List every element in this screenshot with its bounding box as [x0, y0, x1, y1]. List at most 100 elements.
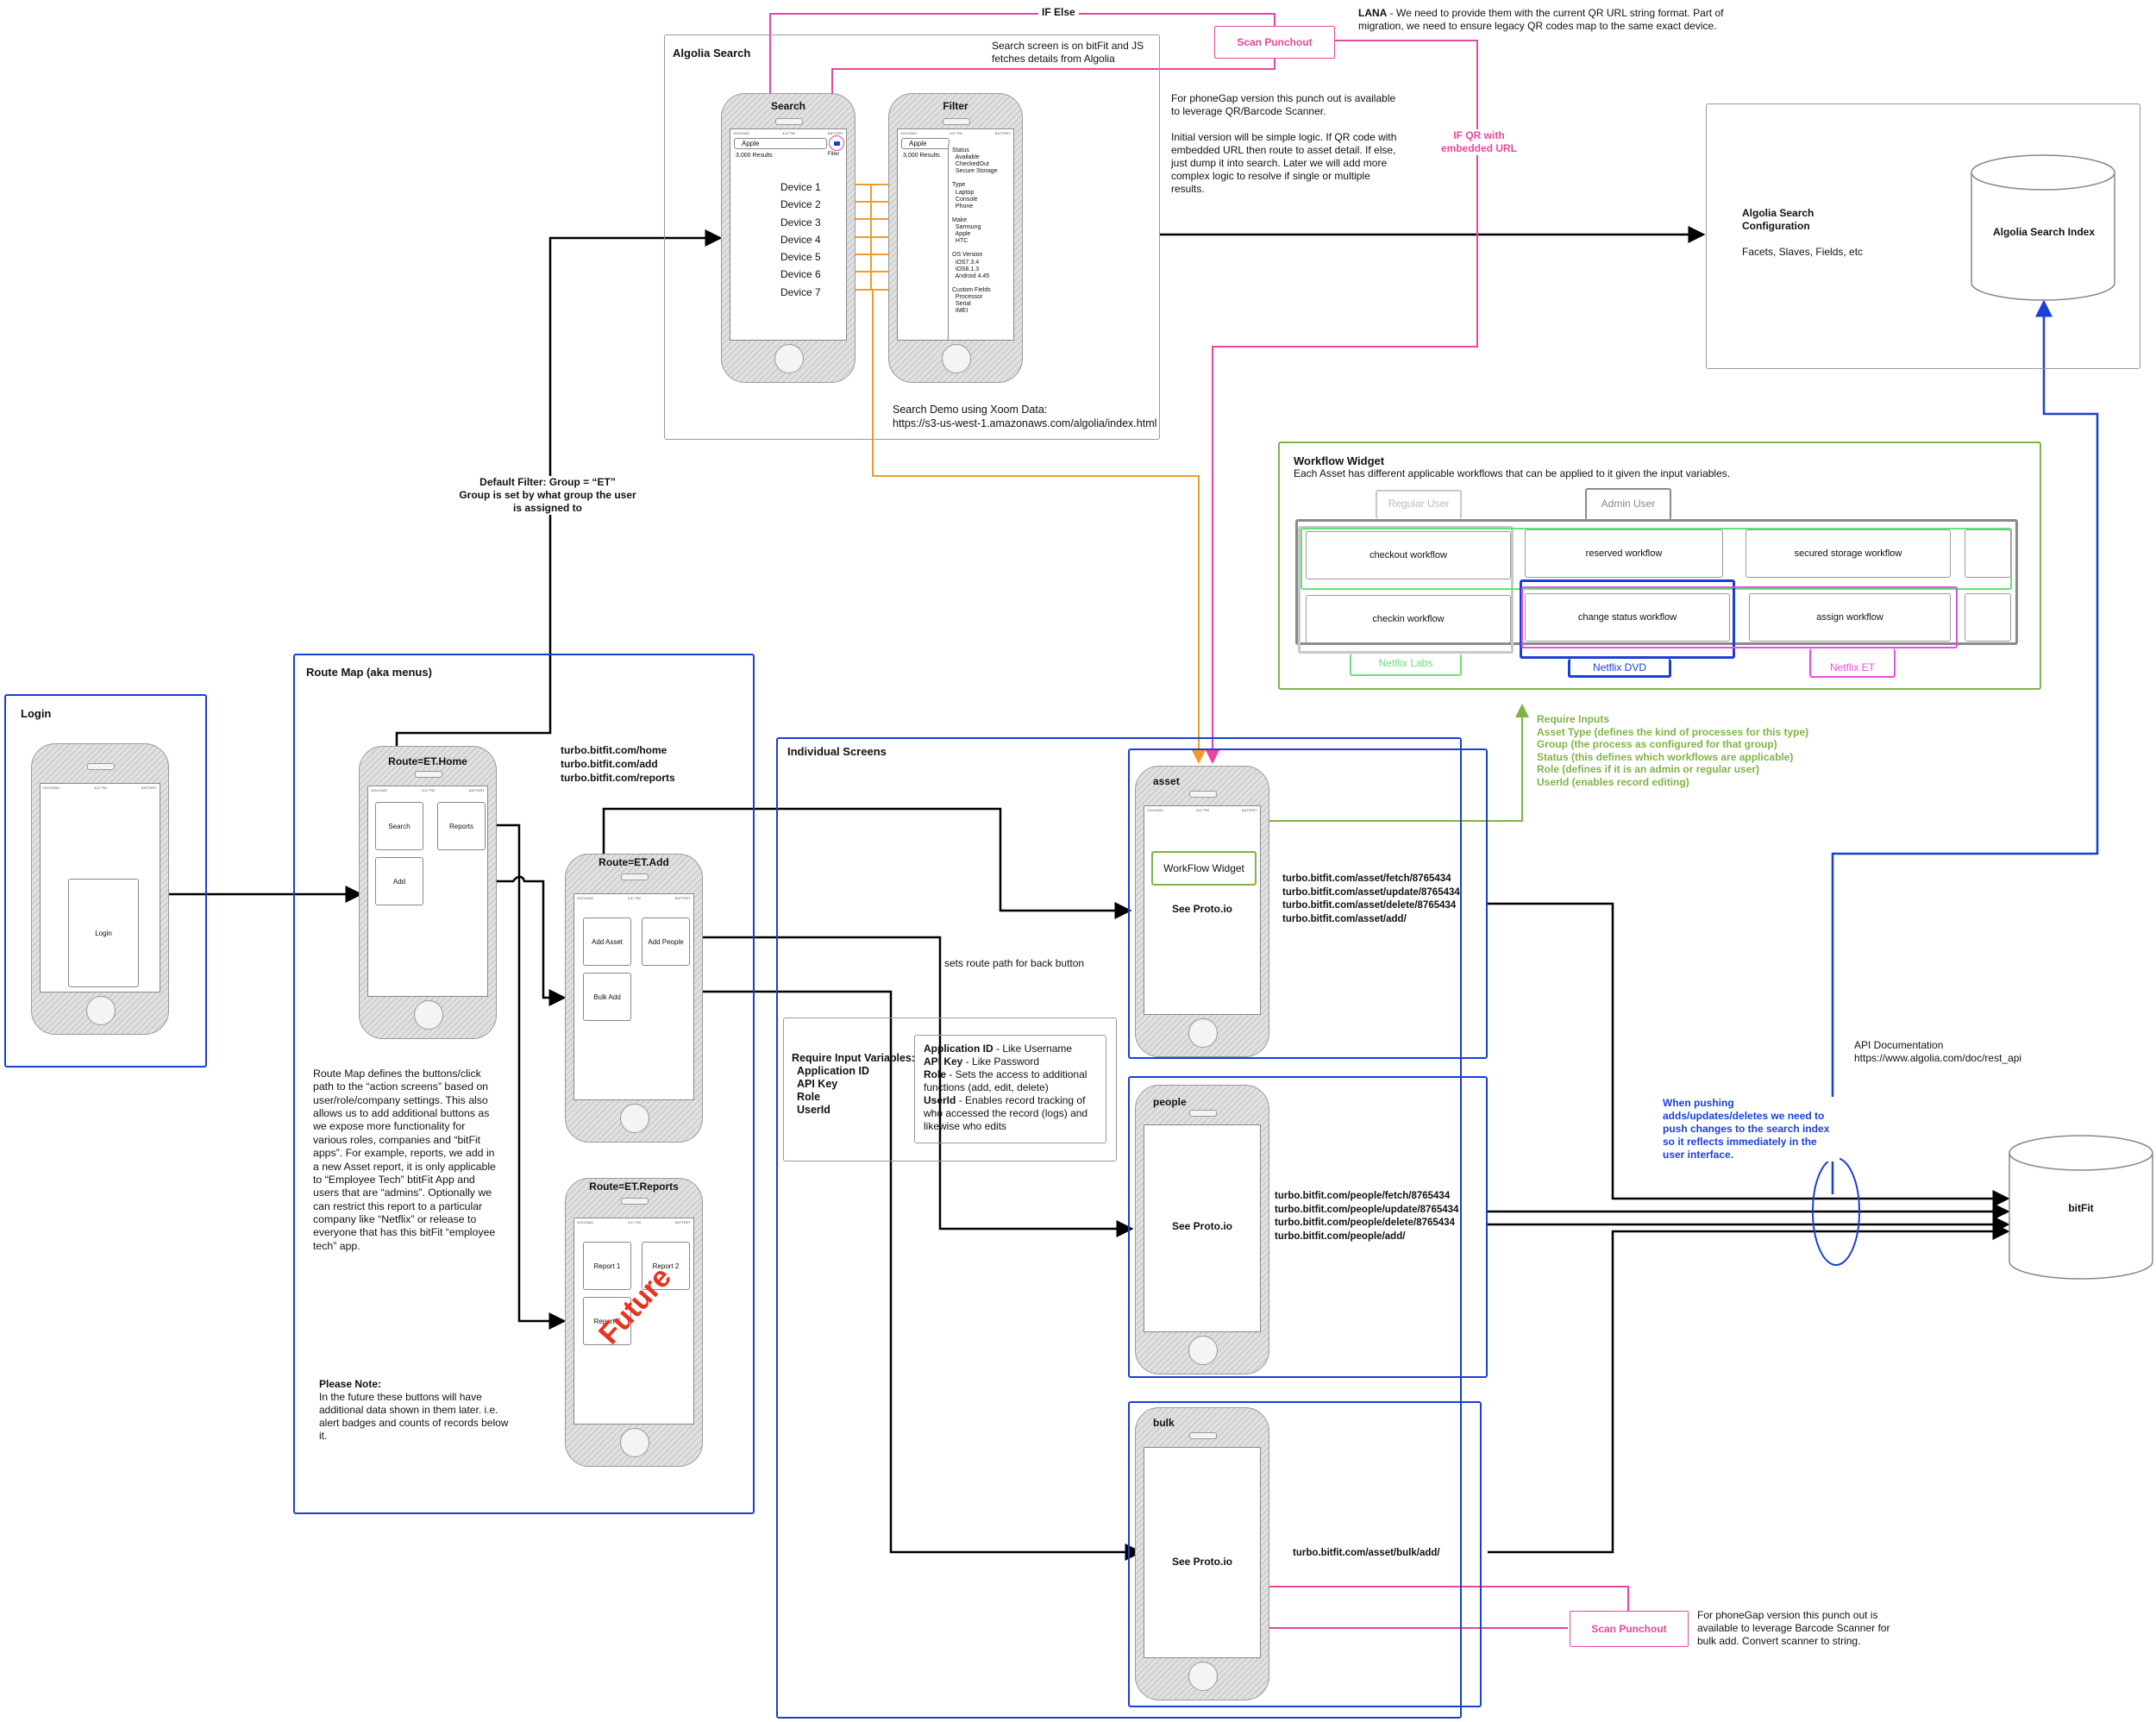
netflix-dvd-frame: [1520, 579, 1735, 659]
line-add: [453, 875, 567, 1006]
algolia-index-label: Algolia Search Index: [1992, 226, 2096, 238]
list-item[interactable]: Device 5: [780, 251, 821, 264]
filter-option[interactable]: HTC: [952, 238, 968, 245]
route-map-section: [293, 654, 755, 1514]
workflow-widget-section: [1278, 441, 2041, 690]
individual-screens-section: [776, 737, 1462, 1719]
search-input[interactable]: Apple: [734, 138, 827, 149]
filter-option[interactable]: Serial: [952, 301, 971, 308]
filter-option[interactable]: OS Version: [952, 252, 983, 259]
assign-workflow[interactable]: assign workflow: [1749, 593, 1951, 642]
people-screen: See Proto.io: [1144, 1124, 1261, 1332]
filter-option[interactable]: Laptop: [952, 189, 975, 196]
phone-speaker: [415, 771, 442, 778]
add-phone-title: Route=ET.Add: [599, 856, 669, 868]
line-device-asset: [872, 290, 1206, 764]
filter-option[interactable]: Processor: [952, 293, 983, 300]
filter-option[interactable]: iOS8.1.3: [952, 266, 980, 272]
filter-option[interactable]: Phone: [952, 203, 974, 210]
reserved-workflow[interactable]: reserved workflow: [1525, 529, 1723, 578]
line-add-asset: [602, 807, 1132, 919]
home-button: [1188, 1336, 1218, 1365]
report-3-button[interactable]: Report 3: [583, 1297, 631, 1345]
bitfit-db-label: bitFit: [2068, 1202, 2094, 1214]
filter-option[interactable]: Available: [952, 154, 980, 161]
list-item[interactable]: Device 2: [780, 198, 821, 211]
filter-option[interactable]: CheckedOut: [952, 161, 989, 168]
filter-option[interactable]: IMEI: [952, 308, 968, 315]
list-item[interactable]: Device 3: [780, 216, 821, 229]
scan-punchout-button[interactable]: Scan Punchout: [1214, 26, 1335, 59]
search-phone-title: Search: [770, 100, 806, 112]
checkout-workflow[interactable]: checkout workflow: [1306, 531, 1511, 579]
home-button: [1188, 1018, 1218, 1048]
search-button[interactable]: Search: [375, 802, 423, 850]
reports-button[interactable]: Reports: [437, 802, 486, 850]
netflix-et-frame: [1521, 586, 1958, 648]
line-add-people: [681, 936, 1134, 1237]
asset-screen-box: [1128, 748, 1488, 1059]
change-status-workflow[interactable]: change status workflow: [1525, 593, 1730, 642]
bulk-scan-note: For phoneGap version this punch out is a…: [1697, 1609, 1890, 1647]
filter-link[interactable]: Filter: [828, 152, 840, 157]
asset-title: asset: [1153, 775, 1180, 787]
see-proto-label: See Proto.io: [1171, 1220, 1232, 1232]
bulk-scan-punchout-button[interactable]: Scan Punchout: [1570, 1611, 1689, 1647]
bitfit-db-cylinder: [2009, 1135, 2153, 1280]
phone-speaker: [943, 118, 970, 125]
filter-option[interactable]: Console: [952, 196, 978, 203]
login-button[interactable]: Login: [68, 879, 139, 987]
list-item[interactable]: Device 1: [780, 181, 821, 193]
admin-user-tab[interactable]: [1585, 488, 1671, 520]
workflow-widget-button[interactable]: WorkFlow Widget: [1151, 851, 1257, 886]
line-if-qr: [1206, 40, 1478, 764]
people-phone: people See Proto.io: [1135, 1085, 1269, 1374]
regular-user-tab[interactable]: [1376, 490, 1462, 519]
filter-option[interactable]: Status: [952, 147, 969, 153]
route-map-description: Route Map defines the buttons/click path…: [313, 1068, 496, 1252]
algolia-note: Search screen is on bitFit and JS fetche…: [992, 40, 1144, 65]
people-title: people: [1153, 1096, 1187, 1108]
see-proto-label: See Proto.io: [1171, 903, 1232, 915]
secured-storage-workflow[interactable]: secured storage workflow: [1745, 529, 1951, 578]
camera-icon[interactable]: [829, 135, 844, 151]
filter-option: [952, 245, 1010, 252]
filter-option[interactable]: Android 4.45: [952, 272, 990, 279]
report-2-button[interactable]: Report 2: [642, 1242, 690, 1290]
filter-option[interactable]: iOS7.3.4: [952, 259, 980, 266]
bulk-add-button[interactable]: Bulk Add: [583, 973, 631, 1021]
list-item[interactable]: Device 7: [780, 285, 821, 298]
list-item[interactable]: Device 6: [780, 268, 821, 281]
back-button-note: sets route path for back button: [944, 957, 1085, 969]
required-vars-box: [783, 1018, 1117, 1162]
config-title: Algolia Search Configuration: [1742, 207, 1814, 232]
filter-option[interactable]: Custom Fields: [952, 286, 991, 293]
required-vars-list: Require Input Variables: Application ID …: [792, 1052, 916, 1116]
netflix-et-label: Netflix ET: [1829, 661, 1875, 673]
home-button: [620, 1428, 649, 1457]
filter-option[interactable]: Apple: [952, 231, 971, 238]
filter-option[interactable]: Make: [952, 216, 968, 223]
people-screen-box: [1128, 1076, 1488, 1378]
device-list: Device 1 Device 2 Device 3 Device 4 Devi…: [780, 178, 821, 301]
workflow-overflow-cell: [1965, 593, 2011, 642]
checkin-workflow[interactable]: checkin workflow: [1306, 595, 1511, 643]
report-1-button[interactable]: Report 1: [583, 1242, 631, 1290]
line-bulk-scan: [1245, 1580, 1629, 1611]
filter-option[interactable]: Type: [952, 182, 966, 189]
reports-phone-title: Route=ET.Reports: [589, 1180, 679, 1193]
filter-search-input[interactable]: Apple: [901, 138, 950, 149]
add-button[interactable]: Add: [375, 857, 423, 905]
filter-option[interactable]: Secure Storage: [952, 168, 998, 175]
phone-speaker: [87, 763, 115, 770]
filter-results-count: 3,000 Results: [903, 153, 940, 159]
bulk-title: bulk: [1153, 1417, 1175, 1429]
add-asset-button[interactable]: Add Asset: [583, 917, 631, 966]
add-people-button[interactable]: Add People: [642, 917, 690, 966]
list-item[interactable]: Device 4: [780, 233, 821, 246]
filter-option[interactable]: Samsung: [952, 224, 981, 231]
bulk-phone: bulk See Proto.io: [1135, 1407, 1269, 1700]
